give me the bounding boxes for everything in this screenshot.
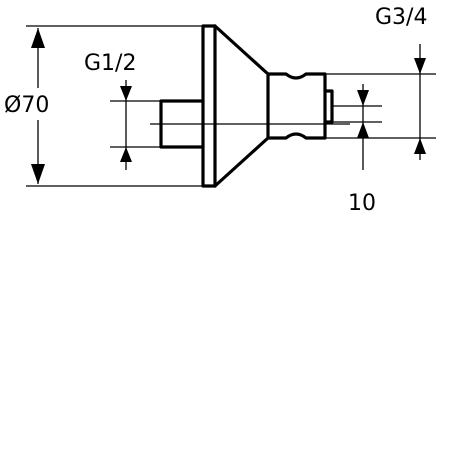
arrow-head: [357, 90, 369, 106]
part-outline: [150, 24, 350, 188]
arrow-head: [31, 28, 45, 48]
arrow-head: [357, 122, 369, 138]
outlet-neck: [266, 72, 327, 140]
arrow-head: [120, 147, 132, 162]
inlet-thread-dimension: [110, 80, 161, 170]
outlet-thread-label: G3/4: [375, 5, 427, 30]
outlet-length-label: 10: [348, 191, 376, 216]
arrow-head: [31, 164, 45, 184]
outlet-length-dimension: [332, 84, 382, 170]
inlet-thread-label: G1/2: [84, 51, 136, 76]
diameter-label: Ø70: [4, 93, 49, 118]
diameter-label-bg: [0, 88, 78, 120]
wall-flange: [201, 24, 217, 188]
arrow-head: [414, 58, 426, 74]
arrow-head: [120, 86, 132, 101]
arrow-head: [414, 138, 426, 154]
conical-body: [213, 24, 270, 188]
outlet-thread-dimension: [325, 44, 436, 160]
